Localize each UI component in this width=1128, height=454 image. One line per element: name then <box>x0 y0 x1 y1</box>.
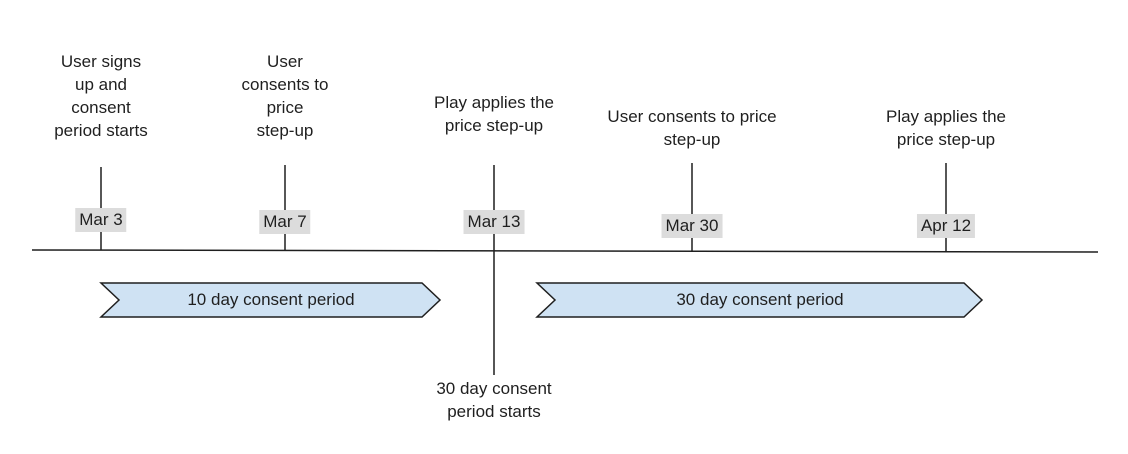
event-label-consent-2: User consents to price step-up <box>607 107 777 149</box>
period-start-note: 30 day consent period starts <box>436 379 552 421</box>
event-label-apply-1: Play applies the price step-up <box>433 93 555 135</box>
period-chevron-10-day <box>99 282 442 318</box>
period-label-30-day: 30 day consent period <box>676 290 844 309</box>
date-tag-mar-3: Mar 3 <box>75 208 127 232</box>
period-label-10-day: 10 day consent period <box>187 290 355 309</box>
date-tag-mar-30: Mar 30 <box>661 214 723 238</box>
date-tag-mar-7: Mar 7 <box>259 210 311 234</box>
date-tag-apr-12: Apr 12 <box>916 214 976 238</box>
timeline-axis <box>31 249 1099 253</box>
period-chevron-30-day <box>535 282 984 318</box>
event-label-consent-1: User consents to price step-up <box>241 52 329 140</box>
event-label-signup: User signs up and consent period starts <box>54 52 148 140</box>
date-tag-mar-13: Mar 13 <box>463 210 525 234</box>
event-label-apply-2: Play applies the price step-up <box>885 107 1007 149</box>
